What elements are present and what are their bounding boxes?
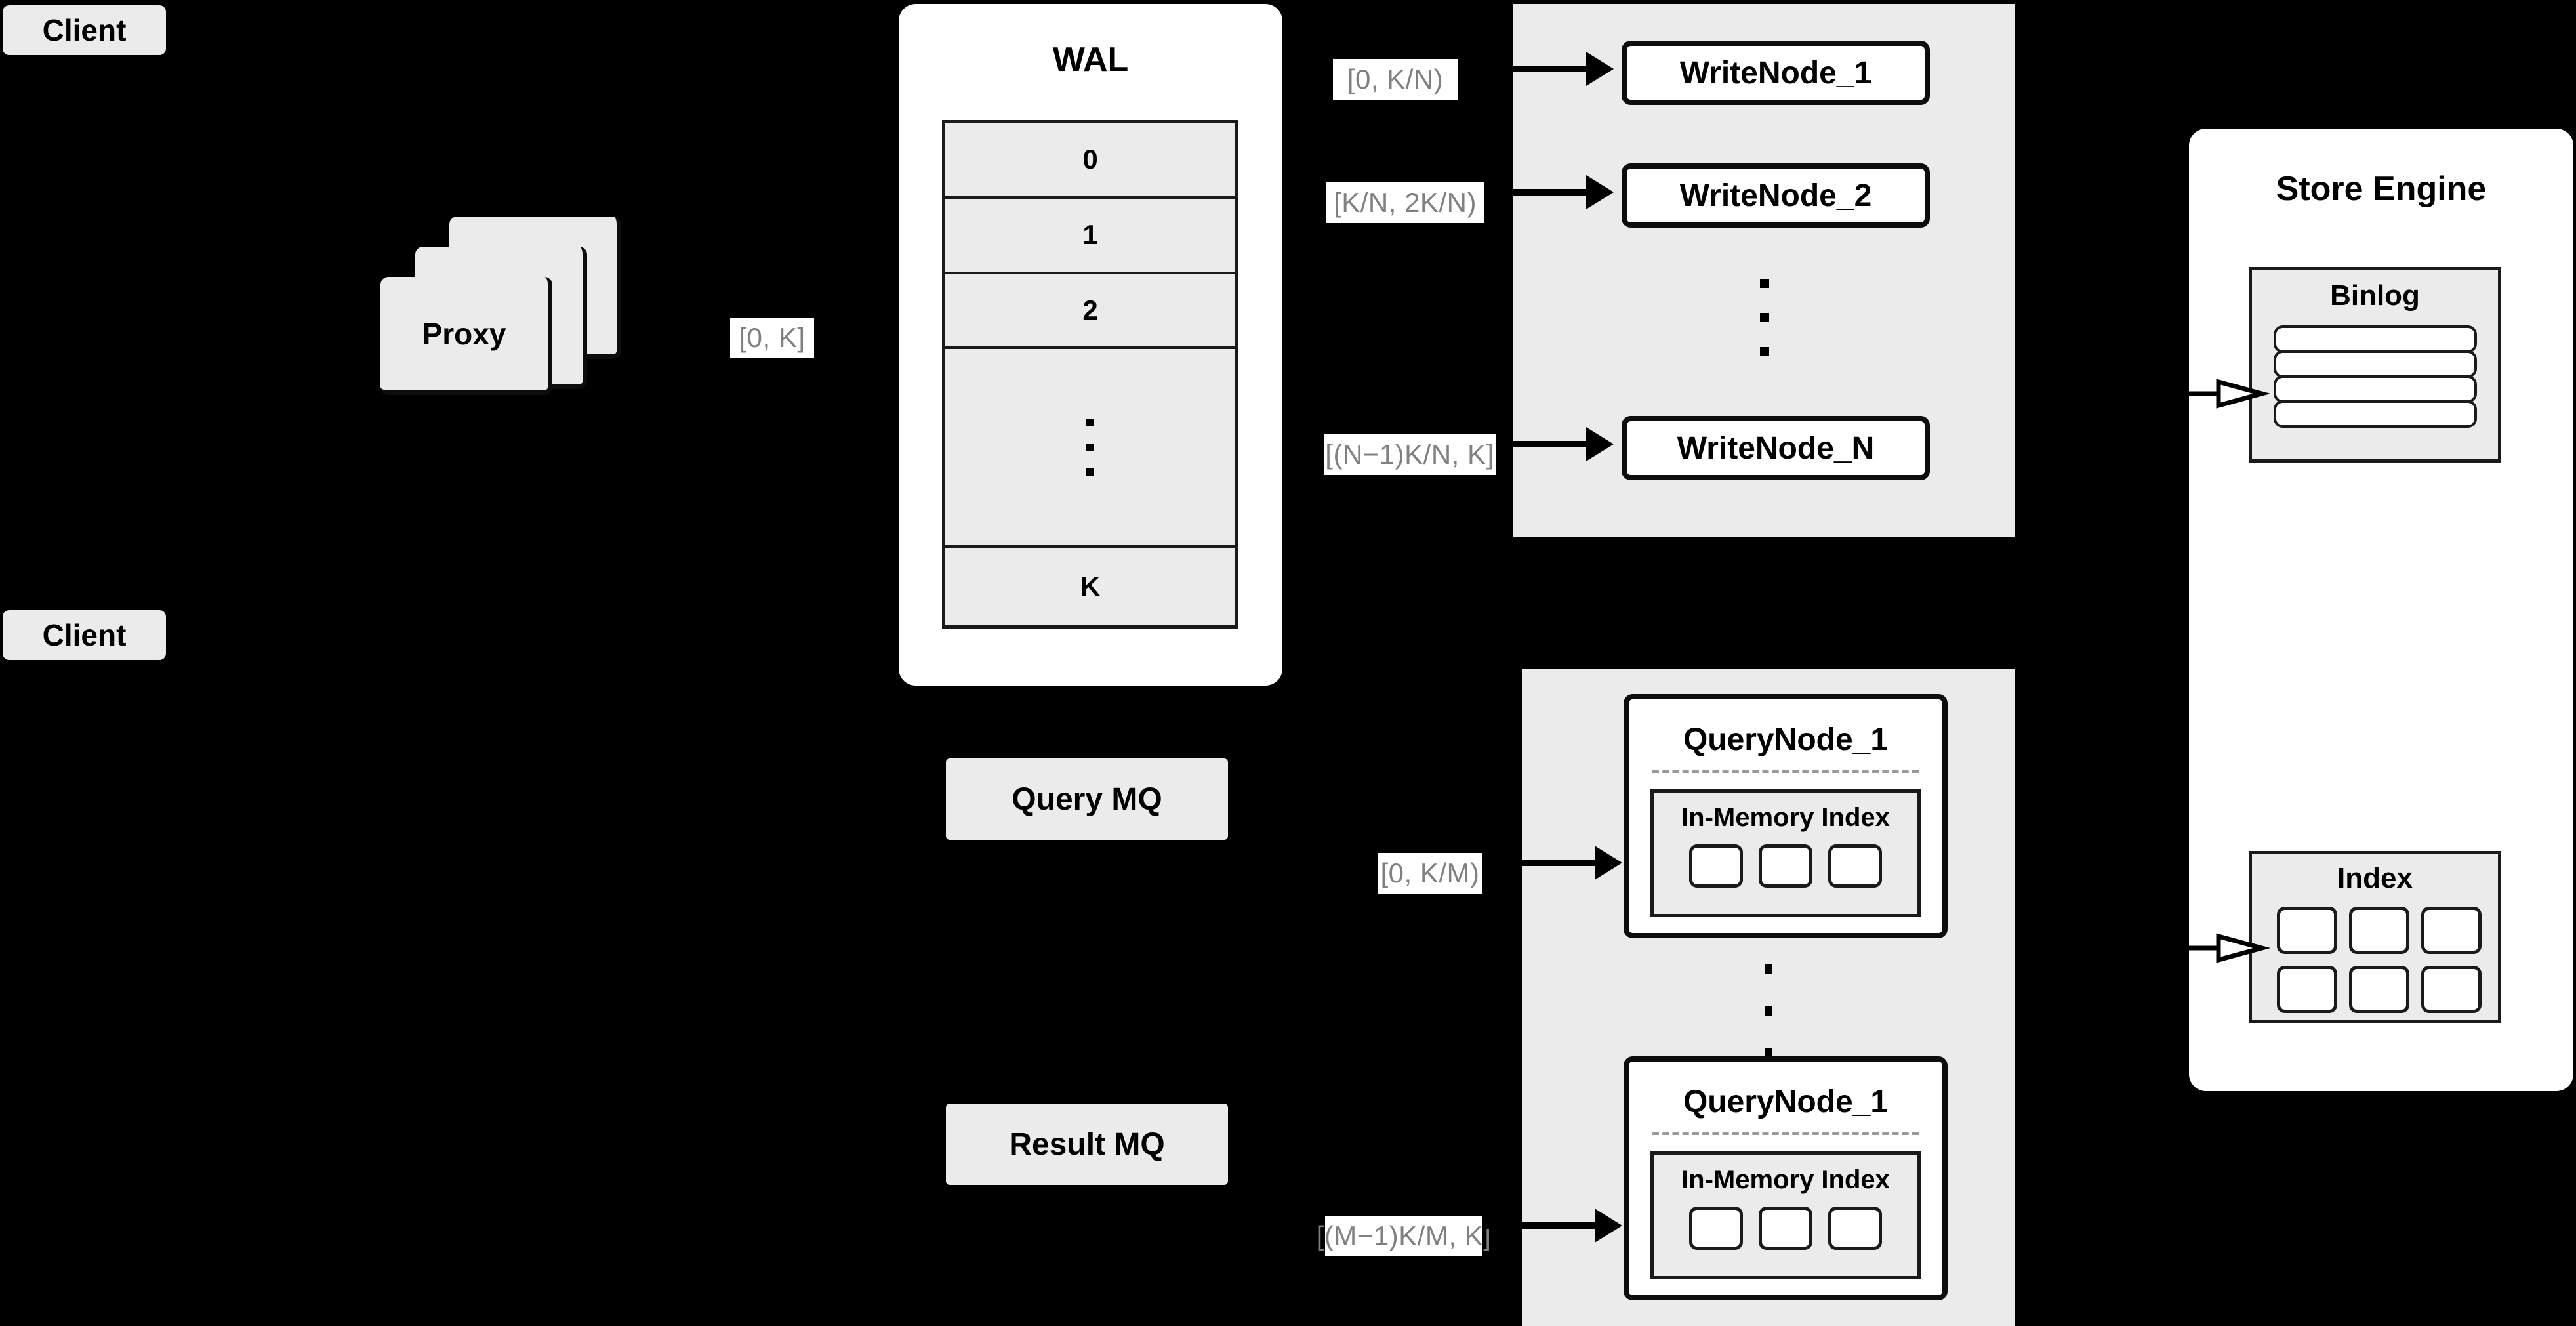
index-cell[interactable]: [1688, 844, 1743, 888]
arrow-line-query-node-m: [1482, 1222, 1597, 1229]
edge-label-write-node-n: [(N−1)K/N, K]: [1324, 434, 1496, 475]
arrow-line-write-node-n: [1496, 441, 1589, 447]
query-node-cluster: QueryNode_1 In-Memory Index Qu: [1522, 669, 2015, 1326]
index-cell[interactable]: [1828, 844, 1882, 888]
wal-title: WAL: [1052, 41, 1129, 79]
edge-label-query-node-1: [0, K/M): [1378, 853, 1482, 894]
query-node-2-divider: [1652, 1132, 1919, 1135]
result-mq-label: Result MQ: [1009, 1127, 1165, 1162]
write-node-1-label: WriteNode_1: [1679, 55, 1872, 91]
binlog-bar[interactable]: [2273, 400, 2477, 428]
binlog-bar[interactable]: [2273, 350, 2477, 378]
client-box-2[interactable]: Client: [3, 610, 166, 660]
query-node-2-index-title: In-Memory Index: [1681, 1165, 1890, 1194]
query-node-2-in-memory-index: In-Memory Index: [1650, 1151, 1921, 1279]
store-engine-panel: Store Engine Binlog Index: [2189, 129, 2573, 1091]
arrow-open-to-index: [2184, 933, 2270, 963]
arrow-head-query-node-m: [1595, 1209, 1622, 1243]
edge-label-text: [0, K]: [739, 322, 806, 353]
wal-ellipsis-icon: [1086, 410, 1094, 485]
arrow-open-to-binlog: [2184, 379, 2270, 409]
wal-row-1: 1: [945, 199, 1235, 274]
edge-label-query-node-m: [(M−1)K/M, K]: [1317, 1216, 1491, 1256]
write-node-2-label: WriteNode_2: [1679, 178, 1872, 213]
index-cell[interactable]: [2349, 907, 2409, 954]
binlog-bar[interactable]: [2273, 325, 2477, 353]
arrow-line-query-node-1: [1482, 860, 1597, 866]
index-title: Index: [2337, 862, 2413, 894]
index-cell[interactable]: [1828, 1207, 1882, 1250]
index-cell[interactable]: [2277, 966, 2337, 1013]
binlog-title: Binlog: [2330, 280, 2420, 312]
arrow-head-write-node-1: [1586, 52, 1614, 86]
index-cell-grid: [2277, 907, 2482, 1013]
query-node-2[interactable]: QueryNode_1 In-Memory Index: [1624, 1056, 1948, 1300]
wal-row-0: 0: [945, 123, 1235, 199]
query-mq-label: Query MQ: [1012, 781, 1162, 817]
binlog-panel: Binlog: [2249, 267, 2501, 463]
query-node-2-index-cells: [1654, 1207, 1917, 1250]
store-engine-title: Store Engine: [2276, 170, 2487, 208]
query-node-1-index-cells: [1654, 844, 1917, 888]
arrow-line-write-node-2: [1484, 189, 1589, 196]
index-cell[interactable]: [1688, 1207, 1743, 1250]
arrow-head-write-node-2: [1586, 175, 1614, 209]
binlog-bars: [2252, 325, 2498, 428]
query-cluster-ellipsis-icon: [1522, 948, 2015, 1074]
write-node-cluster: WriteNode_1 WriteNode_2 WriteNode_N: [1513, 4, 2015, 537]
index-cell[interactable]: [2277, 907, 2337, 954]
query-mq-box[interactable]: Query MQ: [946, 758, 1228, 840]
wal-row-k: K: [1080, 571, 1101, 602]
index-panel: Index: [2249, 851, 2501, 1023]
query-node-1-label: QueryNode_1: [1683, 722, 1889, 757]
wal-panel: WAL 0 1 2 K: [899, 4, 1282, 686]
binlog-bar[interactable]: [2273, 375, 2477, 403]
query-node-1-index-title: In-Memory Index: [1681, 803, 1890, 832]
write-cluster-ellipsis-icon: [1513, 266, 2015, 369]
client-box-1[interactable]: Client: [3, 5, 166, 55]
index-cell[interactable]: [2421, 907, 2482, 954]
wal-row-2: 2: [945, 274, 1235, 350]
query-node-2-label: QueryNode_1: [1683, 1085, 1889, 1119]
result-mq-box[interactable]: Result MQ: [946, 1104, 1228, 1185]
wal-table: 0 1 2 K: [942, 120, 1238, 629]
edge-label-write-node-2: [K/N, 2K/N): [1326, 182, 1484, 223]
query-node-1-in-memory-index: In-Memory Index: [1650, 789, 1921, 917]
proxy-stack[interactable]: Proxy: [380, 217, 669, 433]
edge-label-write-node-1: [0, K/N): [1333, 59, 1458, 100]
arrow-head-write-node-n: [1586, 427, 1614, 461]
client-label-1: Client: [42, 13, 127, 47]
write-node-n-label: WriteNode_N: [1677, 430, 1875, 466]
index-cell[interactable]: [1758, 844, 1812, 888]
proxy-label: Proxy: [422, 316, 506, 351]
query-node-1-divider: [1652, 770, 1919, 773]
write-node-2[interactable]: WriteNode_2: [1622, 163, 1930, 228]
index-cell[interactable]: [2349, 966, 2409, 1013]
write-node-n[interactable]: WriteNode_N: [1622, 416, 1930, 480]
index-cell[interactable]: [1758, 1207, 1812, 1250]
arrow-line-write-node-1: [1458, 66, 1589, 72]
proxy-card-front[interactable]: Proxy: [380, 277, 552, 395]
query-node-1[interactable]: QueryNode_1 In-Memory Index: [1624, 694, 1948, 938]
edge-label-proxy-to-wal: [0, K]: [730, 318, 814, 358]
arrow-head-query-node-1: [1595, 846, 1622, 880]
index-cell[interactable]: [2421, 966, 2482, 1013]
write-node-1[interactable]: WriteNode_1: [1622, 41, 1930, 105]
wal-row-ellipsis: [945, 349, 1235, 549]
client-label-2: Client: [42, 618, 127, 652]
